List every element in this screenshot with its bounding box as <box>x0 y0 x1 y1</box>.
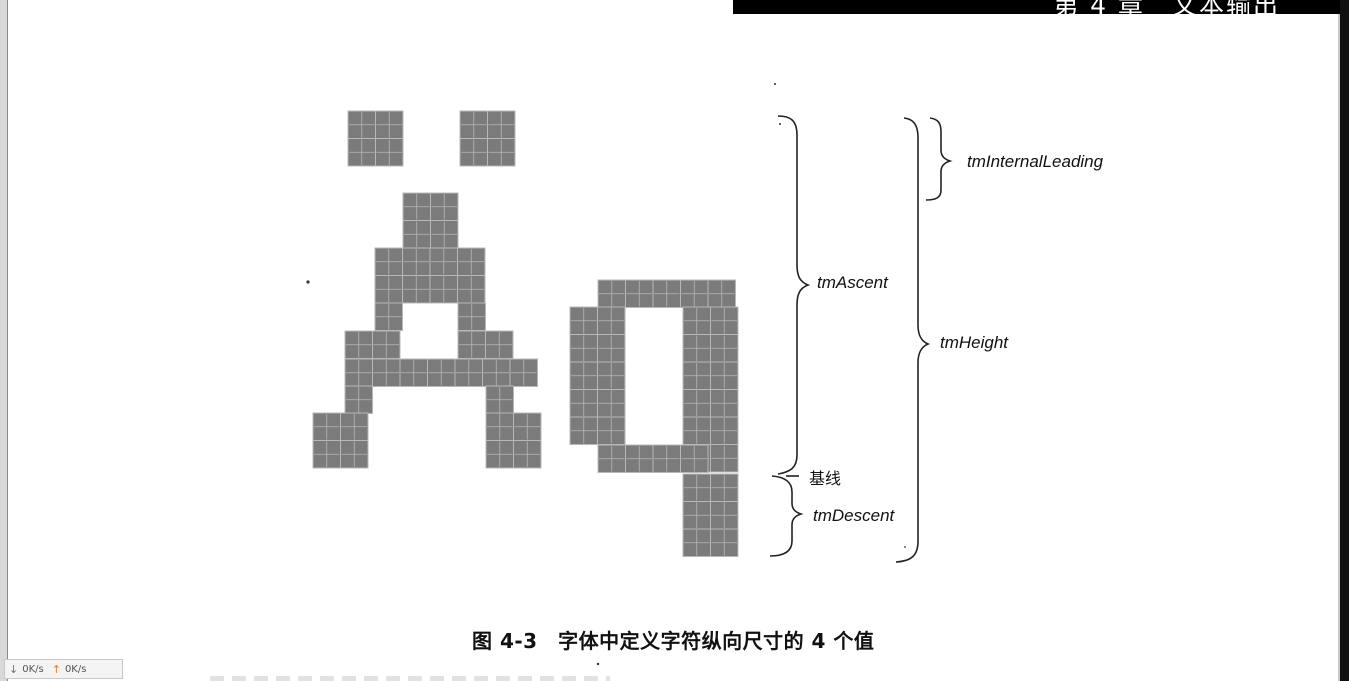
network-speed-widget: ↓ 0K/s ↑ 0K/s <box>4 659 123 679</box>
upload-speed: 0K/s <box>64 663 87 675</box>
figure-caption: 图 4-3 字体中定义字符纵向尺寸的 4 个值 <box>472 629 875 653</box>
tm-ascent-label: tmAscent <box>817 273 888 292</box>
internal-leading-brace <box>925 117 953 201</box>
metric-braces <box>769 115 953 563</box>
viewer-right-edge <box>1338 0 1340 681</box>
upload-arrow-icon: ↑ <box>51 662 61 676</box>
scan-specks <box>306 83 906 666</box>
baseline-label: 基线 <box>809 469 842 488</box>
tm-height-label: tmHeight <box>940 333 1009 352</box>
next-line-fragment <box>210 676 610 681</box>
glyph-pixel-grid <box>312 110 739 557</box>
chapter-header-bar: 第 4 章 文本输出 <box>733 0 1340 14</box>
viewer-left-frame <box>0 0 8 681</box>
height-brace <box>895 117 931 563</box>
tm-descent-label: tmDescent <box>813 506 895 525</box>
tm-internal-leading-label: tmInternalLeading <box>967 152 1104 171</box>
download-speed: 0K/s <box>22 663 44 675</box>
download-arrow-icon: ↓ <box>9 662 19 676</box>
viewer-right-frame <box>1340 0 1349 681</box>
chapter-title: 第 4 章 文本输出 <box>1053 0 1280 14</box>
ascent-brace <box>777 115 811 475</box>
descent-brace <box>769 475 804 557</box>
